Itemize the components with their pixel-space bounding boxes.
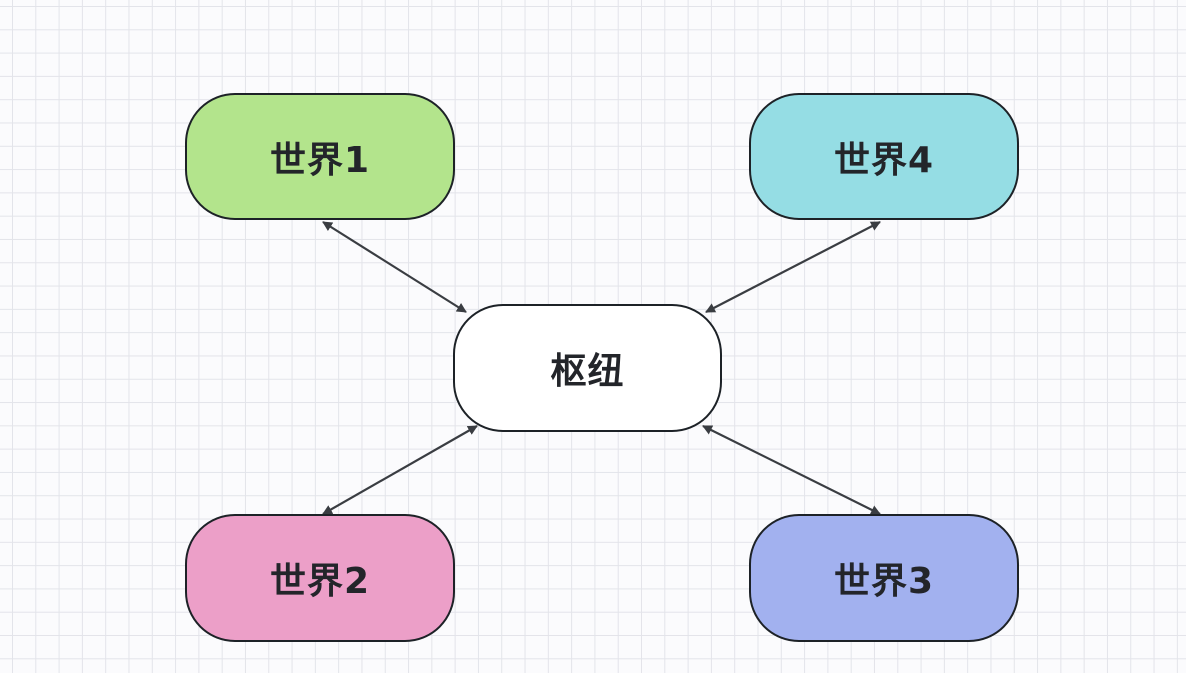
edge-hub-world4 [705,221,881,313]
node-world-2[interactable]: 世界2 [185,514,455,642]
edge-hub-world2 [322,425,478,515]
edge-hub-world1 [322,221,467,313]
node-hub-label: 枢纽 [550,351,625,392]
node-hub[interactable]: 枢纽 [453,304,722,432]
node-world-1[interactable]: 世界1 [185,93,455,220]
node-world-3[interactable]: 世界3 [749,514,1019,642]
node-world-2-label: 世界2 [269,561,371,602]
node-world-1-label: 世界1 [269,139,371,181]
node-world-4[interactable]: 世界4 [749,93,1019,220]
edge-hub-world3 [702,425,881,515]
node-world-3-label: 世界3 [833,561,935,602]
node-world-4-label: 世界4 [833,139,935,181]
